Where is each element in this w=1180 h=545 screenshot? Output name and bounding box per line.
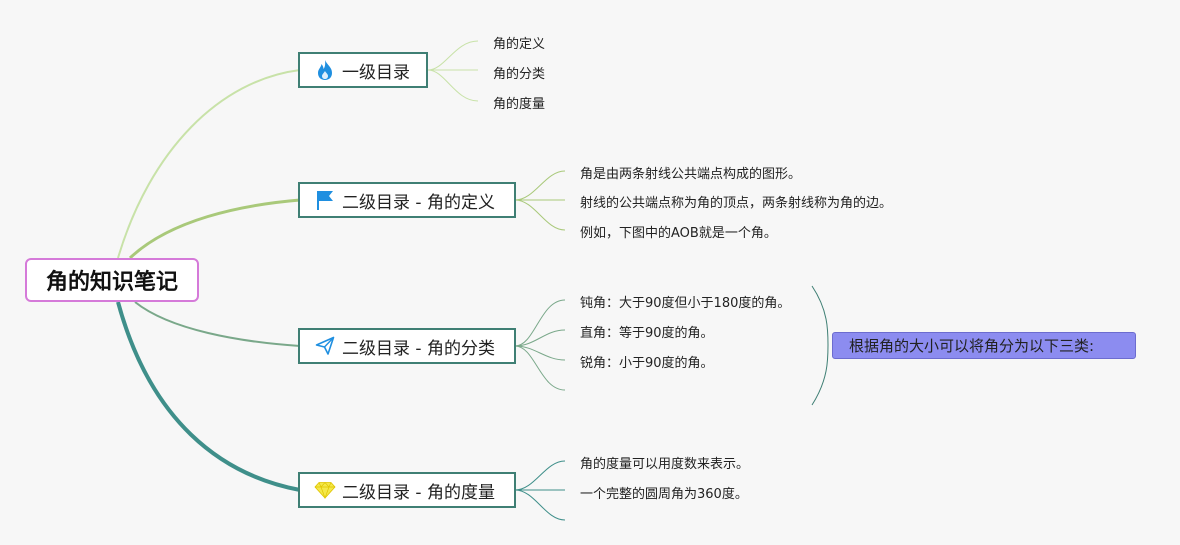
diamond-icon xyxy=(314,479,336,501)
leaf-connector xyxy=(514,170,566,201)
leaf-connector xyxy=(514,329,566,347)
branch-topic-2 xyxy=(128,198,301,260)
paper-plane-icon xyxy=(314,335,336,357)
topic-label: 二级目录 - 角的分类 xyxy=(342,338,495,359)
topic-label: 一级目录 xyxy=(342,62,410,83)
summary-label: 根据角的大小可以将角分为以下三类: xyxy=(849,337,1095,355)
topic-level-1[interactable]: 一级目录 xyxy=(298,52,428,88)
root-topic-label: 角的知识笔记 xyxy=(45,270,178,295)
leaf-connector xyxy=(514,199,566,231)
branch-topic-1 xyxy=(117,69,301,259)
fire-icon xyxy=(314,59,336,81)
leaf-connector xyxy=(514,345,566,391)
branch-topic-3 xyxy=(134,301,301,347)
leaf-item[interactable]: 角是由两条射线公共端点构成的图形。 xyxy=(580,167,802,182)
leaf-connector xyxy=(514,460,566,491)
topic-level-2-classification[interactable]: 二级目录 - 角的分类 xyxy=(298,328,516,364)
leaf-connector xyxy=(514,489,566,521)
leaf-item[interactable]: 角的定义 xyxy=(493,37,546,52)
topic-label: 二级目录 - 角的定义 xyxy=(342,192,495,213)
leaf-connector xyxy=(427,69,479,102)
leaf-item[interactable]: 锐角：小于90度的角。 xyxy=(580,356,714,371)
summary-box[interactable]: 根据角的大小可以将角分为以下三类: xyxy=(832,332,1136,359)
topic-label: 二级目录 - 角的度量 xyxy=(342,482,495,503)
leaf-item[interactable]: 角的度量 xyxy=(493,97,546,112)
leaf-connector xyxy=(427,40,479,71)
summary-brace xyxy=(811,285,829,406)
leaf-item[interactable]: 例如，下图中的AOB就是一个角。 xyxy=(580,226,777,241)
leaf-item[interactable]: 直角：等于90度的角。 xyxy=(580,326,714,341)
leaf-item[interactable]: 一个完整的圆周角为360度。 xyxy=(580,487,748,502)
topic-level-2-definition[interactable]: 二级目录 - 角的定义 xyxy=(298,182,516,218)
root-topic[interactable]: 角的知识笔记 xyxy=(25,258,199,302)
leaf-item[interactable]: 钝角：大于90度但小于180度的角。 xyxy=(580,296,791,311)
leaf-item[interactable]: 角的分类 xyxy=(493,67,546,82)
leaf-item[interactable]: 射线的公共端点称为角的顶点，两条射线称为角的边。 xyxy=(580,196,893,211)
flag-icon xyxy=(314,189,336,211)
leaf-connector xyxy=(514,299,566,347)
topic-level-2-measurement[interactable]: 二级目录 - 角的度量 xyxy=(298,472,516,508)
branch-topic-4 xyxy=(116,301,301,492)
leaf-item[interactable]: 角的度量可以用度数来表示。 xyxy=(580,457,750,472)
